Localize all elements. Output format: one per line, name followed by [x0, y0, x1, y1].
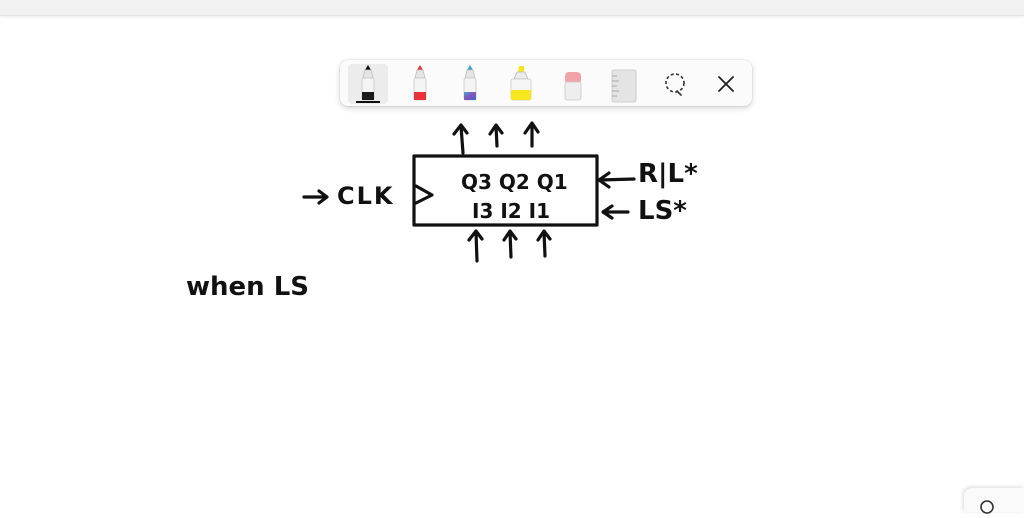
highlighter-icon — [510, 66, 532, 101]
pen-toolbar — [340, 60, 752, 106]
tool-red-pen[interactable] — [400, 64, 440, 104]
tool-eraser[interactable] — [553, 64, 593, 104]
ls-arrow — [601, 204, 630, 220]
red-pen-icon — [413, 65, 427, 101]
close-toolbar-button[interactable] — [710, 68, 742, 100]
close-icon — [718, 76, 734, 92]
tool-highlighter[interactable] — [501, 64, 541, 104]
tool-black-pen[interactable] — [348, 64, 388, 104]
galaxy-pen-icon — [463, 65, 477, 101]
clock-triangle — [414, 184, 434, 205]
lasso-select-icon — [665, 73, 685, 96]
clk-label: CLK — [337, 182, 395, 210]
black-pen-icon — [356, 65, 380, 103]
corner-search-widget[interactable] — [964, 488, 1024, 514]
rl-label: R|L* — [638, 159, 698, 189]
input-arrows — [467, 229, 552, 263]
output-arrows — [452, 121, 540, 155]
tool-ruler[interactable] — [604, 64, 644, 104]
clk-arrow — [302, 189, 329, 205]
search-icon — [980, 500, 994, 514]
register-box — [412, 154, 599, 227]
tool-galaxy-pen[interactable] — [450, 64, 490, 104]
i-inputs-label: I3 I2 I1 — [472, 199, 550, 223]
ruler-icon — [611, 69, 637, 103]
app-top-bar — [0, 0, 1024, 16]
q-outputs-label: Q3 Q2 Q1 — [461, 170, 568, 194]
eraser-icon — [564, 72, 582, 101]
note-text: when LS — [186, 272, 310, 302]
ls-label: LS* — [638, 196, 687, 226]
lasso-select-button[interactable] — [659, 68, 691, 100]
rl-arrow — [597, 171, 636, 189]
